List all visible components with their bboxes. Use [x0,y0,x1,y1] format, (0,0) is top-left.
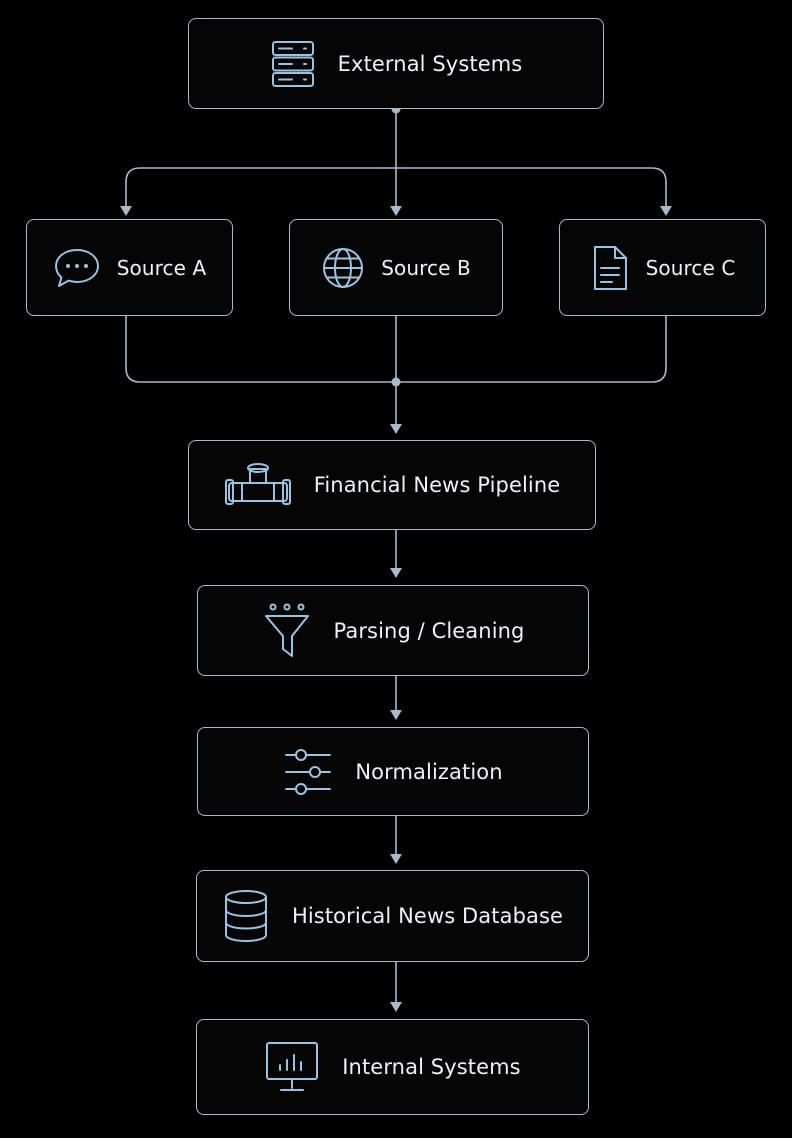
database-icon [222,889,270,943]
node-source-c[interactable]: Source C [559,219,766,316]
node-label: Internal Systems [342,1055,521,1079]
monitor-chart-icon [264,1040,320,1094]
edge-database-to-internal [390,962,402,1012]
pipe-icon [224,461,292,509]
node-label: Source C [645,255,736,280]
document-icon [590,244,630,292]
arrow-to-source-c [660,206,672,216]
node-external-systems[interactable]: External Systems [188,18,604,109]
node-label: Source A [116,255,207,280]
arrow-to-database [390,854,402,864]
arrow-to-parsing [390,568,402,578]
node-normalization[interactable]: Normalization [197,727,589,816]
node-source-a[interactable]: Source A [26,219,233,316]
node-label: Financial News Pipeline [313,473,561,497]
node-label: External Systems [337,51,523,76]
globe-icon [321,246,365,290]
sliders-icon [283,747,333,797]
node-parsing-cleaning[interactable]: Parsing / Cleaning [197,585,589,676]
arrow-to-source-a [120,206,132,216]
server-icon [270,39,316,89]
node-source-b[interactable]: Source B [289,219,503,316]
funnel-icon [262,602,312,660]
arrow-to-internal-systems [390,1002,402,1012]
arrow-to-source-b [390,206,402,216]
node-label: Historical News Database [291,904,564,928]
edge-external-to-sources [120,104,672,216]
node-internal-systems[interactable]: Internal Systems [196,1019,589,1115]
node-label: Source B [381,255,471,280]
node-label: Parsing / Cleaning [333,618,525,643]
node-historical-news-database[interactable]: Historical News Database [196,870,589,962]
arrow-to-normalization [390,710,402,720]
junction-dot-merge [391,377,401,387]
node-financial-news-pipeline[interactable]: Financial News Pipeline [188,440,596,530]
arrow-to-pipeline [390,424,402,434]
node-label: Normalization [355,759,503,784]
chat-bubble-icon [53,246,101,290]
edge-normalization-to-database [390,816,402,864]
edge-pipeline-to-parsing [390,530,402,578]
edge-sources-to-pipeline [125,316,667,434]
edge-parsing-to-normalization [390,676,402,720]
